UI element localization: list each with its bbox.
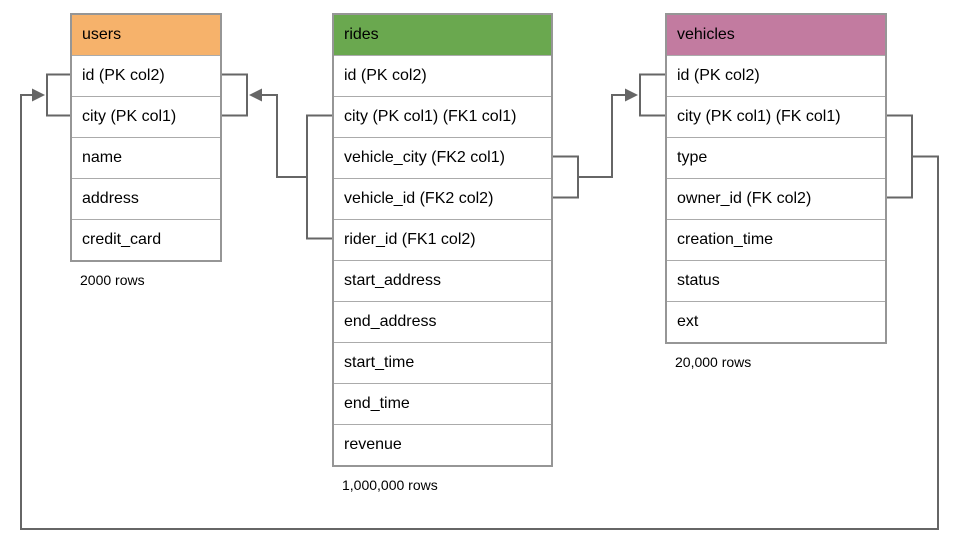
- column-row: id (PK col2): [667, 55, 885, 96]
- column-row: rider_id (FK1 col2): [334, 219, 551, 260]
- table-vehicles: vehicles id (PK col2)city (PK col1) (FK …: [665, 13, 887, 370]
- users-left-bracket: [46, 73, 70, 117]
- column-row: vehicle_id (FK2 col2): [334, 178, 551, 219]
- column-row: type: [667, 137, 885, 178]
- arrow-left-icon: [249, 88, 262, 102]
- connector-rides-to-vehicles: [553, 73, 665, 199]
- rides-right-bracket: [553, 155, 579, 199]
- table-rides-columns: id (PK col2)city (PK col1) (FK1 col1)veh…: [334, 55, 551, 465]
- rides-to-vehicles-line: [578, 94, 636, 178]
- column-row: name: [72, 137, 220, 178]
- column-row: address: [72, 178, 220, 219]
- column-row: ext: [667, 301, 885, 342]
- arrow-right-icon: [625, 88, 638, 102]
- column-row: vehicle_city (FK2 col1): [334, 137, 551, 178]
- vehicles-to-users-line: [20, 94, 939, 530]
- vehicles-left-bracket: [639, 73, 665, 117]
- column-row: city (PK col1): [72, 96, 220, 137]
- vehicles-right-bracket: [887, 114, 913, 199]
- column-row: status: [667, 260, 885, 301]
- table-rides: rides id (PK col2)city (PK col1) (FK1 co…: [332, 13, 553, 493]
- table-rides-rowcount: 1,000,000 rows: [342, 477, 438, 493]
- table-vehicles-rowcount: 20,000 rows: [675, 354, 752, 370]
- column-row: start_time: [334, 342, 551, 383]
- users-right-bracket: [222, 73, 248, 117]
- connector-rides-to-users: [222, 73, 332, 240]
- column-row: revenue: [334, 424, 551, 465]
- table-rides-header: rides: [334, 15, 551, 55]
- arrow-right-icon: [32, 88, 45, 102]
- table-users-header: users: [72, 15, 220, 55]
- table-users-rowcount: 2000 rows: [80, 272, 145, 288]
- column-row: end_time: [334, 383, 551, 424]
- column-row: end_address: [334, 301, 551, 342]
- column-row: id (PK col2): [334, 55, 551, 96]
- connector-vehicles-to-users: [20, 73, 939, 530]
- column-row: owner_id (FK col2): [667, 178, 885, 219]
- column-row: id (PK col2): [72, 55, 220, 96]
- column-row: start_address: [334, 260, 551, 301]
- column-row: creation_time: [667, 219, 885, 260]
- rides-left-bracket: [306, 114, 332, 240]
- column-row: city (PK col1) (FK col1): [667, 96, 885, 137]
- column-row: city (PK col1) (FK1 col1): [334, 96, 551, 137]
- column-row: credit_card: [72, 219, 220, 260]
- rides-to-users-line: [251, 94, 307, 178]
- table-vehicles-header: vehicles: [667, 15, 885, 55]
- table-vehicles-columns: id (PK col2)city (PK col1) (FK col1)type…: [667, 55, 885, 342]
